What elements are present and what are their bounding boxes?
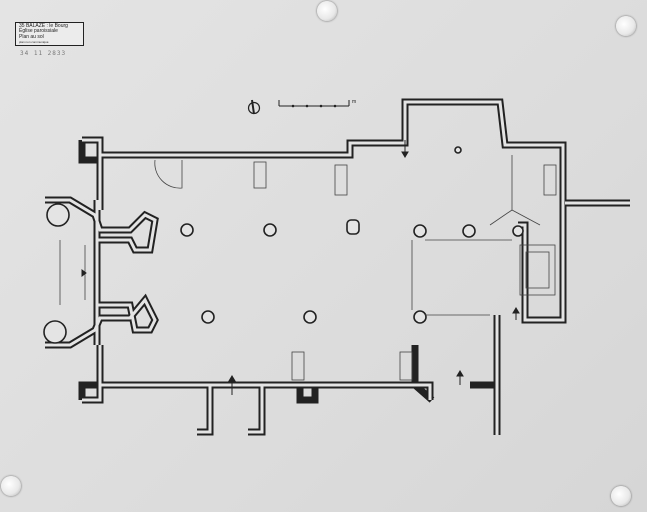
title-note: plan non communiqué [19,39,49,44]
title-drawing-type: Plan au sol [19,33,44,40]
north-arrow-icon [247,99,261,115]
stair-turret [43,320,67,344]
stair-turret [46,203,70,227]
pier [413,310,427,324]
south-porch-east [248,381,266,436]
pier [346,219,360,235]
north-chancel-wall [100,98,567,324]
pier [454,146,462,154]
south-porch-west [197,381,214,436]
title-building: Église paroissiale [19,28,58,35]
title-location: 35 BALAZÉ : le Bourg [19,23,68,29]
pier [180,223,194,237]
handwritten-note: 34 11 2833 [20,50,67,57]
pier [201,310,215,324]
pushpin-icon [317,1,337,21]
piers [43,146,524,344]
pier [303,310,317,324]
pier [512,225,524,237]
pushpin-icon [611,486,631,506]
arrows [81,140,520,395]
pushpin-icon [1,476,21,496]
scale-unit-label: m [352,99,357,105]
title-block: 35 BALAZÉ : le Bourg Église paroissiale … [15,22,84,46]
pushpin-icon [616,16,636,36]
scale-bar [278,100,350,108]
pier [263,223,277,237]
pier [413,224,427,238]
pier [462,224,476,238]
thin-lines [59,155,557,381]
walls-inner [45,100,630,435]
